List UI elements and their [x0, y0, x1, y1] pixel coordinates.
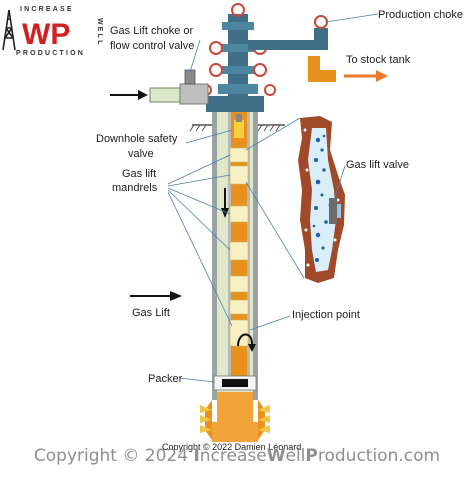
footer-p-cap: P [305, 446, 317, 466]
mandrel-2 [230, 166, 248, 184]
label-injection-point: Injection point [292, 309, 360, 321]
derrick-icon [3, 10, 15, 50]
gas-lift-arrow [130, 291, 182, 301]
production-flowline [248, 40, 320, 50]
label-gas-lift-mandrels-2: mandrels [112, 182, 158, 194]
label-gas-lift: Gas Lift [132, 307, 170, 319]
mandrel-5 [230, 276, 248, 292]
wellhead-base [206, 96, 264, 112]
formation-zoom [298, 116, 345, 283]
leader-lines [168, 14, 378, 382]
label-production-choke: Production choke [378, 9, 463, 21]
logo-top-text: INCREASE [20, 6, 74, 13]
safety-valve-body [234, 120, 244, 138]
footer-w-cap: W [267, 446, 286, 466]
increase-well-production-logo: INCREASE WP WELL PRODUCTION [3, 6, 103, 57]
gas-lift-choke-icon [185, 70, 195, 84]
mandrel-4 [230, 242, 248, 260]
logo-bottom-text: PRODUCTION [16, 50, 85, 57]
mandrel-6 [230, 300, 248, 314]
footer-copyright: Copyright © 2024 IncreaseWellProduction.… [0, 446, 474, 466]
label-downhole-safety-valve: Downhole safety [96, 133, 178, 145]
footer-prefix: Copyright © 2024 [34, 446, 194, 466]
footer-w-rest: ell [285, 446, 305, 466]
label-gas-lift-choke-2: flow control valve [110, 40, 194, 52]
footer-p-rest: roduction.com [318, 446, 440, 466]
producing-zone [217, 392, 253, 422]
gas-lift-valve-body [329, 198, 337, 224]
label-gas-lift-valve: Gas lift valve [346, 159, 409, 171]
mandrel-1 [230, 148, 248, 162]
label-packer: Packer [148, 373, 183, 385]
label-to-stock-tank: To stock tank [346, 54, 411, 66]
mandrel-3 [230, 206, 248, 222]
label-gas-lift-mandrels: Gas lift [122, 168, 156, 180]
logo-main-text: WP [22, 18, 70, 51]
label-downhole-safety-valve-2: valve [128, 148, 154, 160]
gas-lift-choke-body [180, 84, 208, 104]
gas-lift-valve-port [337, 204, 341, 218]
logo-side-text: WELL [96, 18, 103, 47]
production-choke-icon [315, 16, 327, 28]
gas-injection-inlet [150, 88, 180, 102]
wellbore [200, 110, 270, 442]
gas-in-arrow [110, 90, 148, 100]
to-stock-tank-arrow [344, 70, 388, 82]
label-gas-lift-choke: Gas Lift choke or [110, 25, 193, 37]
footer-i-rest: ncrease [200, 446, 267, 466]
